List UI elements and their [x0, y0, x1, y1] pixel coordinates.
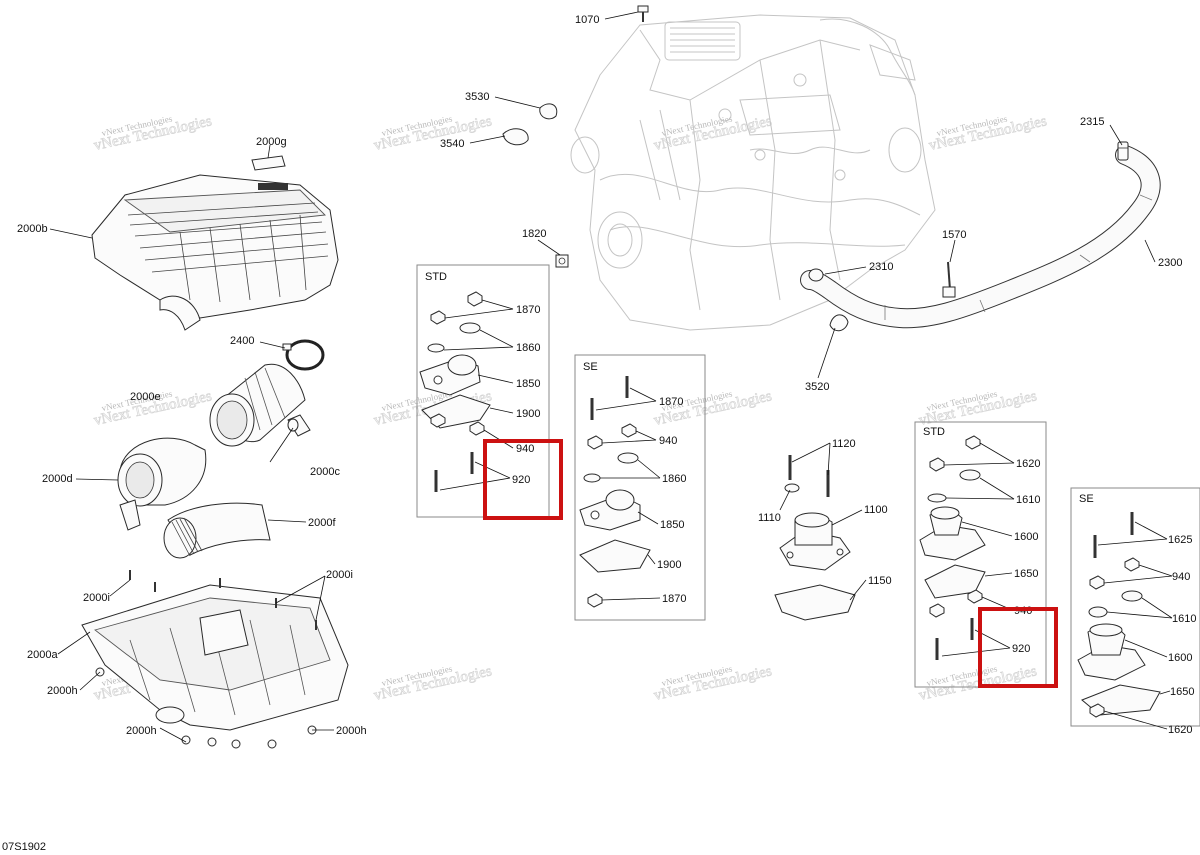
hose-clamp-2310: [808, 268, 824, 282]
part-label: 1900: [516, 408, 540, 420]
part-label: 1870: [662, 593, 686, 605]
duct-elbow-2000f: [163, 502, 271, 559]
part-label: 1570: [942, 229, 966, 241]
fitting-2000c: [287, 414, 311, 437]
highlight-box-920-left: [483, 439, 563, 520]
part-label: 1120: [832, 438, 856, 450]
diagram-reference-code: 07S1902: [2, 841, 47, 853]
part-label: 2315: [1080, 116, 1104, 128]
part-label: 1610: [1172, 613, 1196, 625]
part-label: 2000h: [47, 685, 78, 697]
part-label: 940: [659, 435, 677, 447]
part-label: 940: [516, 443, 534, 455]
part-label: 2000c: [310, 466, 340, 478]
part-label: 920: [512, 474, 530, 486]
part-label: 2400: [230, 335, 254, 347]
clamp-3520: [829, 314, 849, 332]
part-label: 1870: [659, 396, 683, 408]
group-title-std: STD: [425, 271, 447, 283]
part-labels: 1070 3530 3540 2315 2000g 2000b 1820 157…: [17, 14, 1196, 737]
part-label: 1110: [758, 512, 781, 524]
part-label: 1850: [660, 519, 684, 531]
part-label: 2310: [869, 261, 893, 273]
part-label: 1900: [657, 559, 681, 571]
part-label: 1650: [1170, 686, 1194, 698]
air-inlet-2000d: [117, 437, 207, 531]
bolt-1570: [942, 261, 956, 298]
part-label: 2000a: [27, 649, 58, 661]
part-label: 2000i: [83, 592, 110, 604]
part-label: 1070: [575, 14, 599, 26]
seal-3530: [539, 103, 558, 120]
screw-1070: [637, 5, 649, 22]
se-right-parts: [1077, 512, 1161, 718]
part-label: 1150: [868, 575, 892, 587]
part-label: 1870: [516, 304, 540, 316]
std-right-parts: [919, 435, 986, 660]
group-title-se: SE: [1079, 493, 1094, 505]
part-label: 1610: [1016, 494, 1040, 506]
hose-clamp-2400: [282, 339, 325, 371]
part-label: 940: [1172, 571, 1190, 583]
part-label: 3520: [805, 381, 829, 393]
part-label: 1100: [864, 504, 888, 516]
part-label: 3530: [465, 91, 489, 103]
part-label: 2000e: [130, 391, 161, 403]
part-label: 1600: [1168, 652, 1192, 664]
part-label: 1625: [1168, 534, 1192, 546]
se-mid-parts: [579, 376, 651, 608]
label-plate-2000g: [251, 155, 286, 171]
part-label: 3540: [440, 138, 464, 150]
engine-ghost-illustration: [570, 14, 936, 331]
group-box-se-mid: [574, 354, 706, 621]
part-label: 920: [1012, 643, 1030, 655]
part-label: 2000g: [256, 136, 287, 148]
part-label: 2000d: [42, 473, 73, 485]
part-label: 1600: [1014, 531, 1038, 543]
group-title-se: SE: [583, 361, 598, 373]
nut-1820: [555, 254, 569, 268]
part-label: 2000f: [308, 517, 336, 529]
part-label: 1650: [1014, 568, 1038, 580]
part-label: 2000b: [17, 223, 48, 235]
coolant-hose-2300: [800, 145, 1161, 329]
group-title-std: STD: [923, 426, 945, 438]
airbox-base-2000a: [81, 584, 349, 731]
std-left-parts: [419, 291, 491, 492]
intake-cover-2000b: [91, 174, 339, 331]
part-label: 1860: [516, 342, 540, 354]
engine-mount-1100: [774, 455, 856, 621]
group-box-se-right: [1070, 487, 1200, 727]
part-label: 1850: [516, 378, 540, 390]
part-label: 1820: [522, 228, 546, 240]
part-label: 2000h: [126, 725, 157, 737]
part-label: 1620: [1168, 724, 1192, 736]
leader-lines: [49, 11, 1173, 743]
highlight-box-920-right: [978, 607, 1058, 688]
part-label: 2000i: [326, 569, 353, 581]
part-label: 1620: [1016, 458, 1040, 470]
part-label: 2000h: [336, 725, 367, 737]
air-duct-2000e: [209, 363, 306, 447]
seal-3540: [502, 128, 529, 146]
hose-fitting-2315: [1117, 141, 1129, 161]
part-label: 2300: [1158, 257, 1182, 269]
part-label: 1860: [662, 473, 686, 485]
